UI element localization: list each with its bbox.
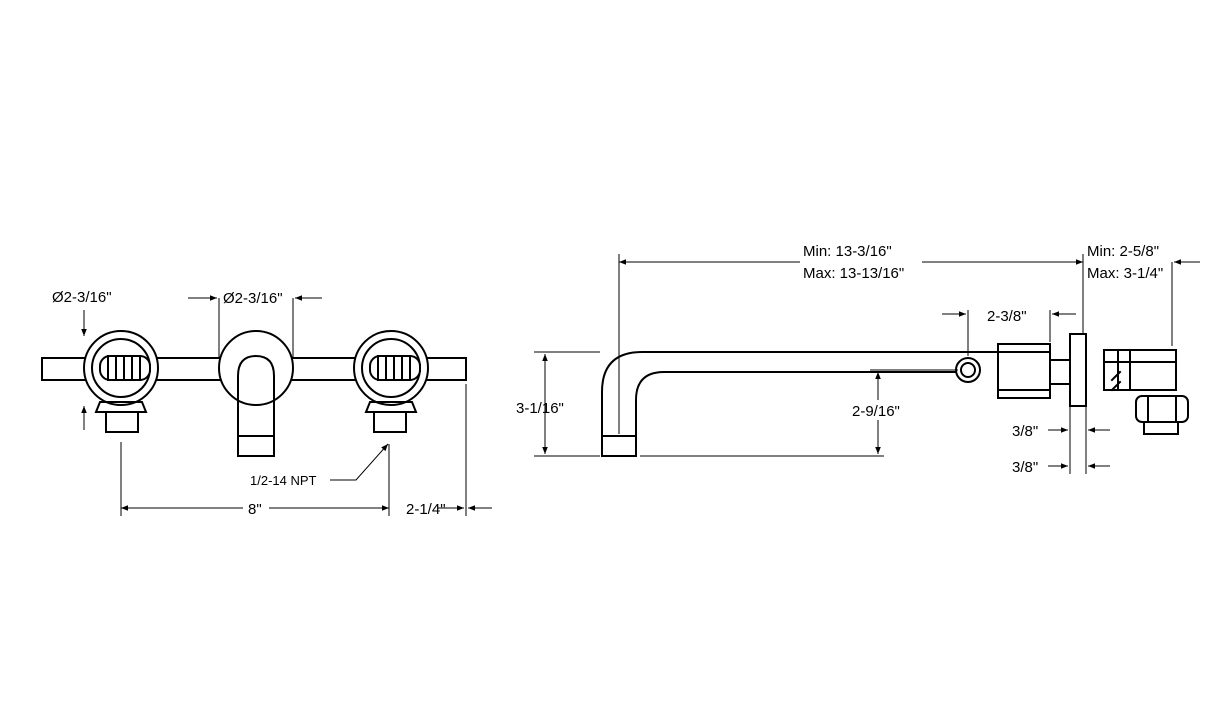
length-min-label: Min: 13-3/16" <box>803 243 892 260</box>
outlet-height-label: 2-9/16" <box>852 403 900 420</box>
plate-label-2: 3/8" <box>1012 459 1038 476</box>
handle-dia-label: Ø2-3/16" <box>52 289 112 306</box>
front-view: Ø2-3/16" Ø2-3/16" 1/2-14 NPT 8" 2-1/4" <box>41 289 492 518</box>
rough-max-label: Max: 3-1/4" <box>1087 265 1163 282</box>
spout-dia-label: Ø2-3/16" <box>223 290 283 307</box>
spout-side-tip <box>601 435 637 457</box>
plate-label-1: 3/8" <box>1012 423 1038 440</box>
depth-label: 2-1/4" <box>406 501 446 518</box>
rough-min-label: Min: 2-5/8" <box>1087 243 1159 260</box>
spout-front <box>218 330 294 457</box>
spout-joint <box>955 357 981 383</box>
wall-plate <box>1069 333 1087 407</box>
npt-label: 1/2-14 NPT <box>250 473 317 488</box>
offset-label: 2-3/8" <box>987 308 1027 325</box>
valve-body <box>1103 349 1189 435</box>
right-handle <box>353 330 429 433</box>
spacing-label: 8" <box>248 501 262 518</box>
length-max-label: Max: 13-13/16" <box>803 265 904 282</box>
npt-leader <box>330 443 389 481</box>
side-view: Min: 13-3/16" Max: 13-13/16" Min: 2-5/8"… <box>516 240 1200 476</box>
height-label: 3-1/16" <box>516 400 564 417</box>
spout-side-outer <box>601 351 1001 437</box>
left-handle <box>83 330 159 433</box>
